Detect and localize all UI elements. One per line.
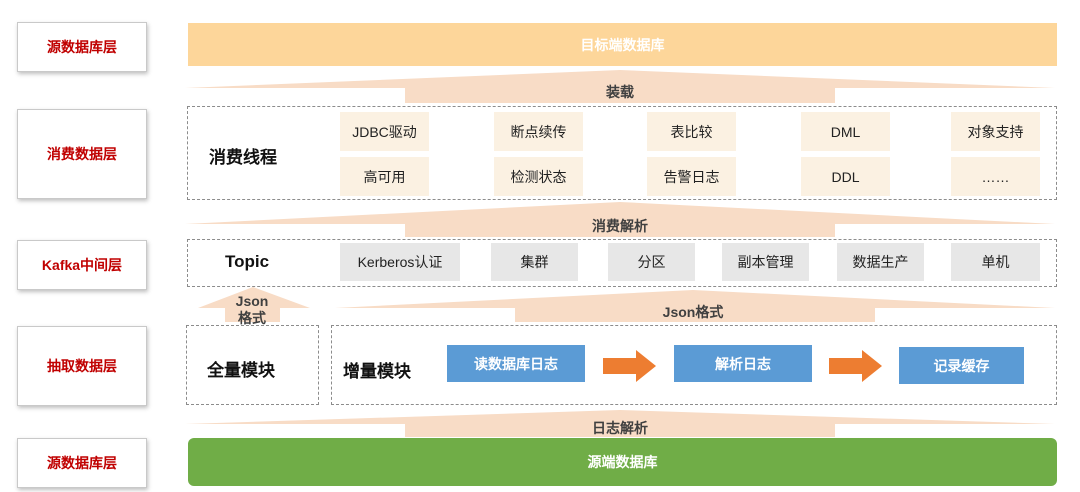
layer-extract: 抽取数据层 — [17, 326, 147, 406]
consume-parse-arrow — [185, 202, 1055, 237]
json-format-label: Json格式 — [662, 304, 724, 320]
process-arrow-1 — [603, 350, 656, 382]
kafka-cell-cluster: 集群 — [491, 243, 578, 281]
log-parse-arrow — [185, 410, 1055, 437]
consumer-cell-more: …… — [951, 157, 1040, 196]
incremental-module-section — [331, 325, 1057, 405]
full-module-section — [186, 325, 319, 405]
consumer-section — [187, 106, 1057, 200]
log-parse-label: 日志解析 — [592, 420, 648, 436]
kafka-topic-title: Topic — [225, 252, 270, 271]
consumer-cell-jdbc: JDBC驱动 — [340, 112, 429, 151]
json-format-left-label: Json 格式 — [222, 293, 282, 327]
consumer-cell-ha: 高可用 — [340, 157, 429, 196]
json-format-left-line2: 格式 — [238, 310, 266, 326]
incremental-module-title: 增量模块 — [343, 362, 411, 381]
load-arrow — [185, 70, 1055, 103]
consumer-cell-dml: DML — [801, 112, 890, 151]
layer-source-db: 源数据库层 — [17, 438, 147, 488]
target-db-band: 目标端数据库 — [188, 23, 1057, 66]
kafka-cell-replica: 副本管理 — [722, 243, 809, 281]
consumer-cell-ddl: DDL — [801, 157, 890, 196]
json-format-left-arrow — [198, 287, 310, 322]
layer-consumer: 消费数据层 — [17, 109, 147, 199]
step-record-cache: 记录缓存 — [899, 347, 1024, 384]
layer-kafka: Kafka中间层 — [17, 240, 147, 290]
source-db-band: 源端数据库 — [188, 438, 1057, 486]
consumer-cell-resume: 断点续传 — [494, 112, 583, 151]
step-parse-log: 解析日志 — [674, 345, 812, 382]
consumer-cell-alert-log: 告警日志 — [647, 157, 736, 196]
kafka-cell-standalone: 单机 — [951, 243, 1040, 281]
kafka-cell-data-produce: 数据生产 — [837, 243, 924, 281]
json-format-arrow — [335, 290, 1055, 322]
kafka-cell-partition: 分区 — [608, 243, 695, 281]
kafka-cell-kerberos: Kerberos认证 — [340, 243, 460, 281]
layer-target-db: 源数据库层 — [17, 22, 147, 72]
kafka-section — [187, 239, 1057, 287]
consumer-cell-check-status: 检测状态 — [494, 157, 583, 196]
load-label: 装载 — [606, 84, 634, 100]
consumer-cell-object-support: 对象支持 — [951, 112, 1040, 151]
process-arrow-2 — [829, 350, 882, 382]
consumer-title: 消费线程 — [209, 148, 277, 167]
consumer-cell-table-compare: 表比较 — [647, 112, 736, 151]
step-read-log: 读数据库日志 — [447, 345, 585, 382]
full-module-title: 全量模块 — [207, 361, 275, 380]
consume-parse-label: 消费解析 — [592, 218, 648, 234]
json-format-left-line1: Json — [235, 293, 269, 309]
